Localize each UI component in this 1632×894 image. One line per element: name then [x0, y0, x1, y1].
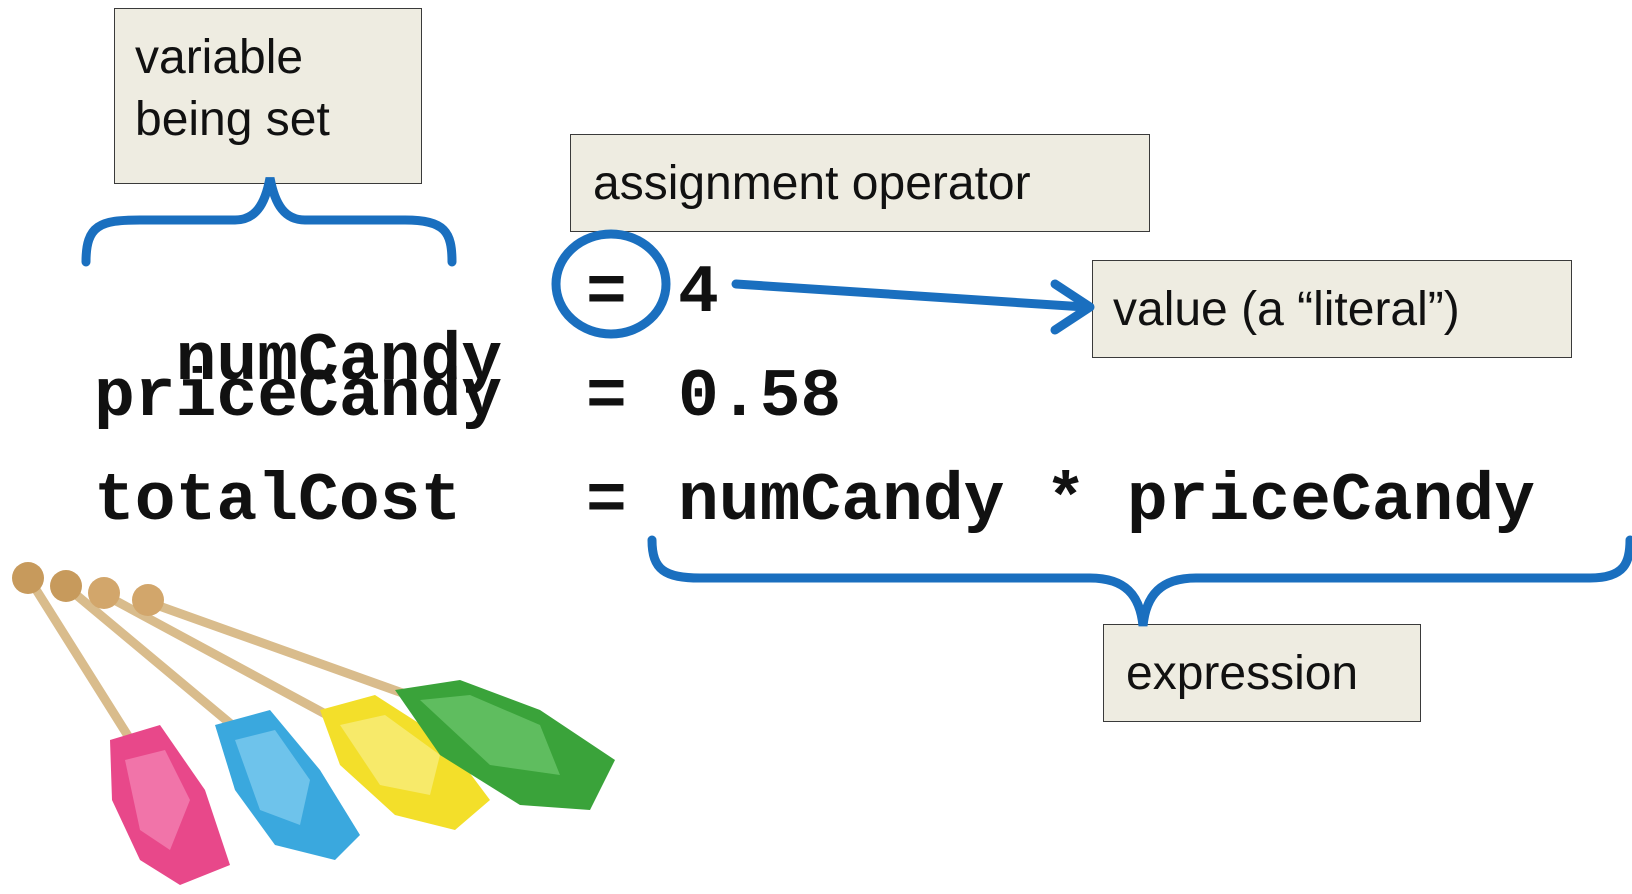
label-value-literal: value (a “literal”) — [1092, 260, 1572, 358]
value-arrow-shaft — [731, 279, 1090, 312]
variable-brace — [81, 177, 457, 267]
code-line1-variable: numCandy — [175, 323, 503, 400]
code-line-1: numCandy — [94, 260, 502, 396]
code-line3-variable: totalCost — [94, 463, 462, 540]
code-line3-operator: = — [586, 463, 627, 540]
green-candy — [395, 680, 615, 810]
label-variable-line1: variable — [135, 31, 304, 84]
label-assignment-operator: assignment operator — [570, 134, 1150, 232]
label-variable-being-set: variable being set — [114, 8, 422, 184]
yellow-candy — [320, 695, 490, 830]
blue-candy — [215, 710, 360, 860]
value-arrow-head — [1050, 279, 1095, 335]
label-expression-text: expression — [1126, 647, 1359, 700]
label-assignment-text: assignment operator — [593, 157, 1031, 210]
label-expression: expression — [1103, 624, 1421, 722]
pink-candy — [110, 725, 230, 885]
assignment-circle — [551, 229, 671, 339]
code-line1-operator: = — [586, 255, 627, 332]
code-line2-value: 0.58 — [678, 359, 842, 436]
code-line2-variable: priceCandy — [94, 359, 503, 436]
code-line2-operator: = — [586, 359, 627, 436]
expression-brace — [647, 535, 1632, 627]
code-line3-expression: numCandy * priceCandy — [678, 463, 1535, 540]
code-line1-value: 4 — [678, 255, 719, 332]
label-variable-line2: being set — [135, 93, 330, 147]
label-value-text: value (a “literal”) — [1113, 283, 1460, 336]
rock-candy-sticks-image — [12, 562, 615, 885]
